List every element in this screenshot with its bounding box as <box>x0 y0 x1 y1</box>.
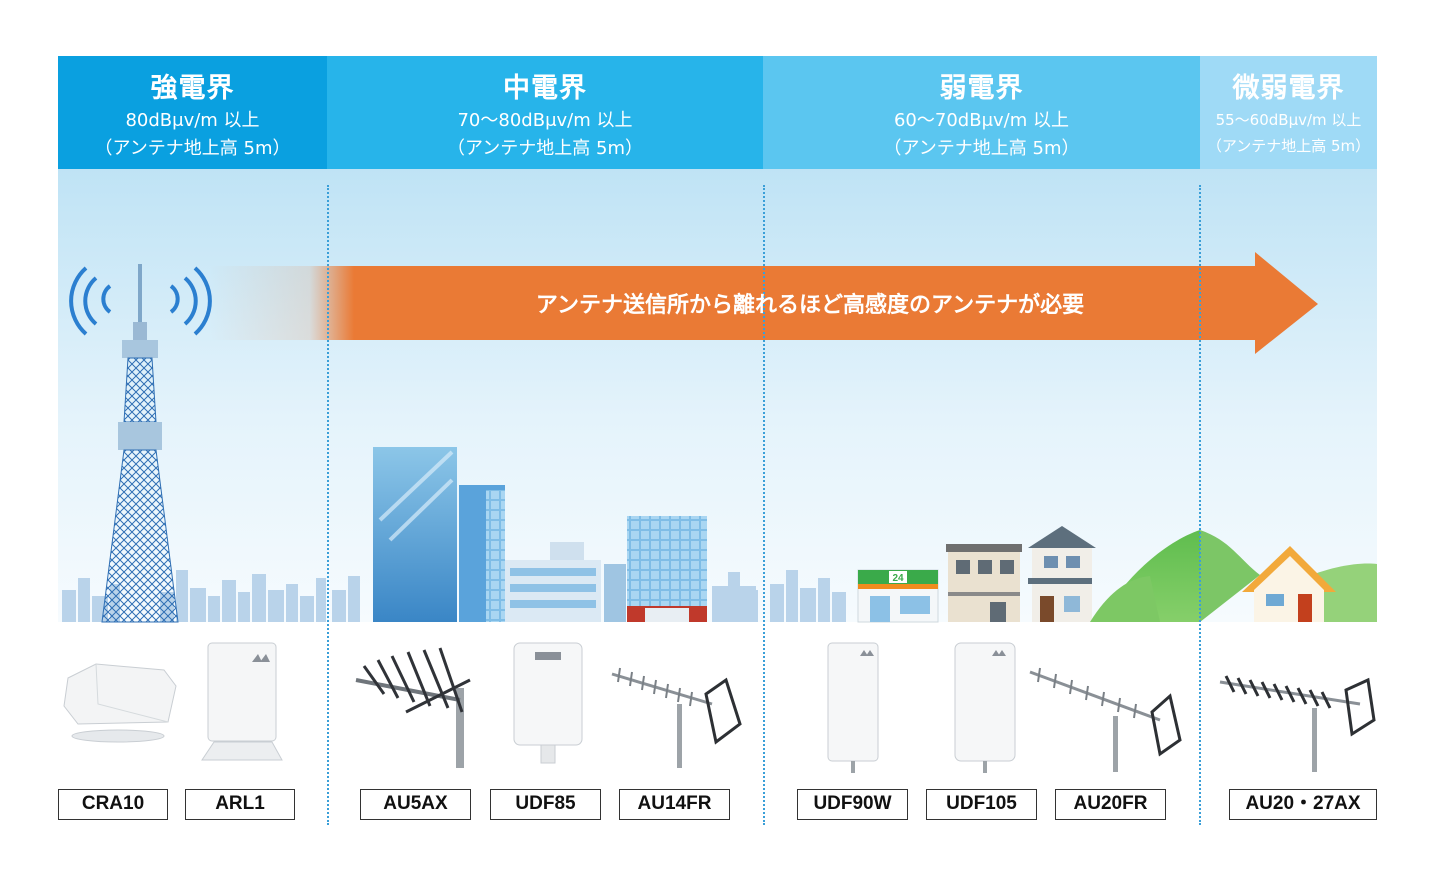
product-label-udf90w: UDF90W <box>797 789 908 820</box>
zone-header-faint: 微弱電界 55～60dBμv/m 以上 （アンテナ地上高 5m） <box>1200 56 1377 169</box>
broadcast-tower <box>69 264 212 623</box>
product-label-udf85: UDF85 <box>490 789 601 820</box>
zone-header-strong: 強電界 80dBμv/m 以上 （アンテナ地上高 5m） <box>58 56 327 169</box>
product-image-au20-27ax <box>1219 675 1376 772</box>
zone-divider <box>763 185 765 825</box>
office-buildings <box>373 447 756 622</box>
product-label-udf105: UDF105 <box>926 789 1037 820</box>
product-image-udf105 <box>954 642 1016 773</box>
zone-note: （アンテナ地上高 5m） <box>94 138 291 159</box>
zone-level: 55～60dBμv/m 以上 <box>1215 111 1362 129</box>
zone-note: （アンテナ地上高 5m） <box>883 138 1080 159</box>
rural-house <box>1242 546 1336 622</box>
zone-title: 微弱電界 <box>1232 73 1345 104</box>
zone-level: 70～80dBμv/m 以上 <box>457 110 633 131</box>
product-label-cra10: CRA10 <box>58 789 168 820</box>
zone-level: 80dBμv/m 以上 <box>125 110 260 131</box>
zone-title: 弱電界 <box>939 73 1024 104</box>
product-images <box>63 642 1376 773</box>
product-image-arl1 <box>201 642 283 761</box>
product-image-cra10 <box>63 663 177 743</box>
product-image-au14fr <box>611 667 742 768</box>
product-label-au14fr: AU14FR <box>619 789 730 820</box>
arrow-caption: アンテナ送信所から離れるほど高感度のアンテナが必要 <box>535 293 1085 318</box>
product-label-au20-27ax: AU20・27AX <box>1229 789 1377 820</box>
zone-divider <box>1199 185 1201 825</box>
product-image-au20fr <box>1029 667 1182 772</box>
store-sign: 24 <box>892 573 904 584</box>
zone-divider <box>327 185 329 825</box>
zone-header-medium: 中電界 70～80dBμv/m 以上 （アンテナ地上高 5m） <box>327 56 763 169</box>
sky-background <box>58 169 1377 622</box>
product-label-au5ax: AU5AX <box>360 789 471 820</box>
town-houses: 24 <box>857 526 1096 623</box>
zone-title: 強電界 <box>150 73 235 104</box>
product-label-au20fr: AU20FR <box>1055 789 1166 820</box>
zone-note: （アンテナ地上高 5m） <box>447 138 643 159</box>
product-label-arl1: ARL1 <box>185 789 295 820</box>
zone-level: 60～70dBμv/m 以上 <box>893 110 1069 131</box>
product-image-au5ax <box>355 647 471 768</box>
product-image-udf90w <box>827 642 879 773</box>
product-image-udf85 <box>513 642 583 764</box>
zone-title: 中電界 <box>503 73 587 104</box>
zone-header-weak: 弱電界 60～70dBμv/m 以上 （アンテナ地上高 5m） <box>763 56 1200 169</box>
zone-note: （アンテナ地上高 5m） <box>1206 137 1371 155</box>
green-hills <box>1090 530 1377 622</box>
